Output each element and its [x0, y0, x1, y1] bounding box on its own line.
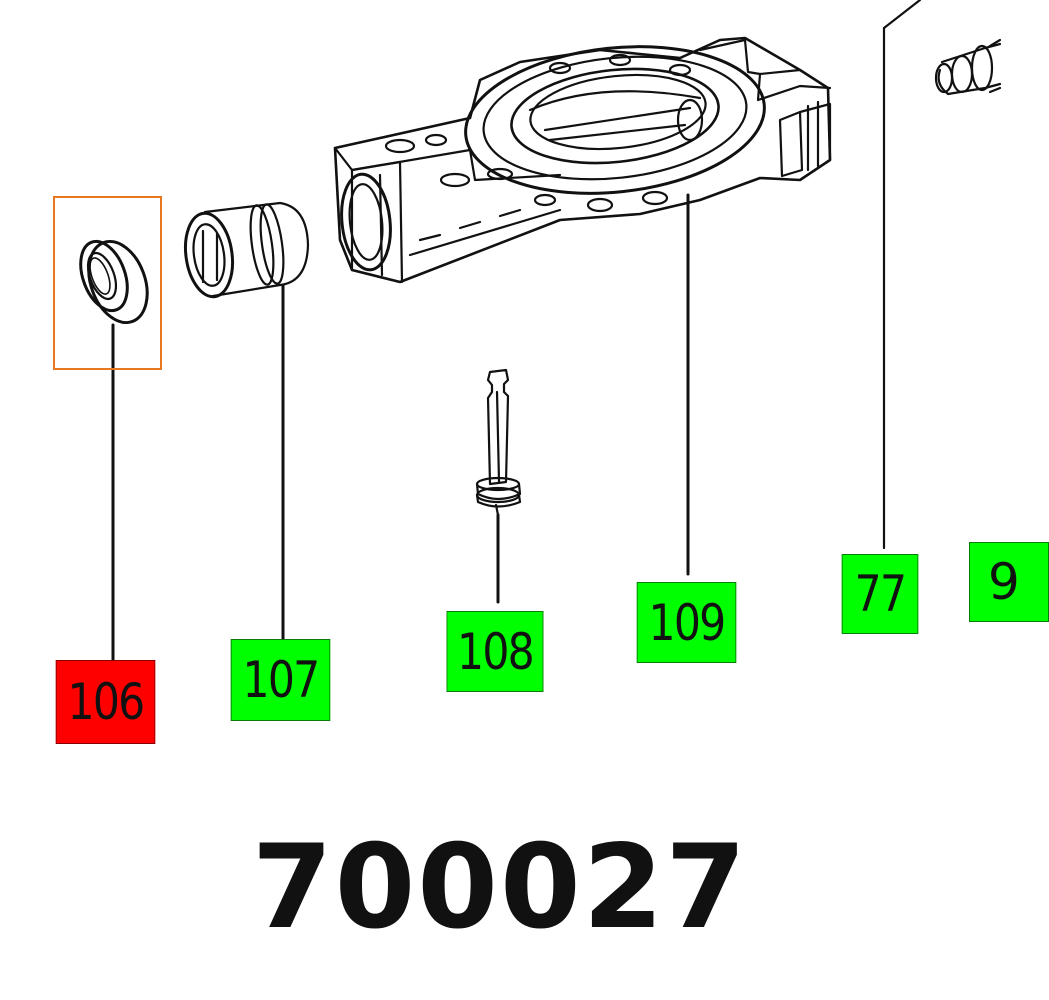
selected-part-highlight	[53, 196, 162, 370]
connector-part-9[interactable]	[934, 38, 1002, 96]
bearing-sleeve-part-107[interactable]	[180, 201, 310, 300]
leader-lines	[111, 193, 690, 662]
part-label-77[interactable]: 77	[841, 554, 919, 634]
pin-part-108[interactable]	[475, 368, 522, 517]
exploded-parts-diagram: 106 107 108 109 77 9 700027	[53, 0, 1049, 955]
part-label-9[interactable]: 9	[969, 542, 1049, 622]
part-label-109[interactable]: 109	[636, 582, 737, 663]
part-label-108[interactable]: 108	[446, 611, 544, 692]
seal-ring-part-106[interactable]	[72, 233, 158, 330]
housing-part-109[interactable]	[333, 33, 832, 284]
part-label-107[interactable]: 107	[230, 639, 331, 721]
part-number-title: 700027	[251, 820, 749, 955]
part-label-106[interactable]: 106	[55, 660, 156, 744]
cable-part-77[interactable]	[882, 0, 922, 550]
parts-illustration	[72, 0, 1002, 662]
